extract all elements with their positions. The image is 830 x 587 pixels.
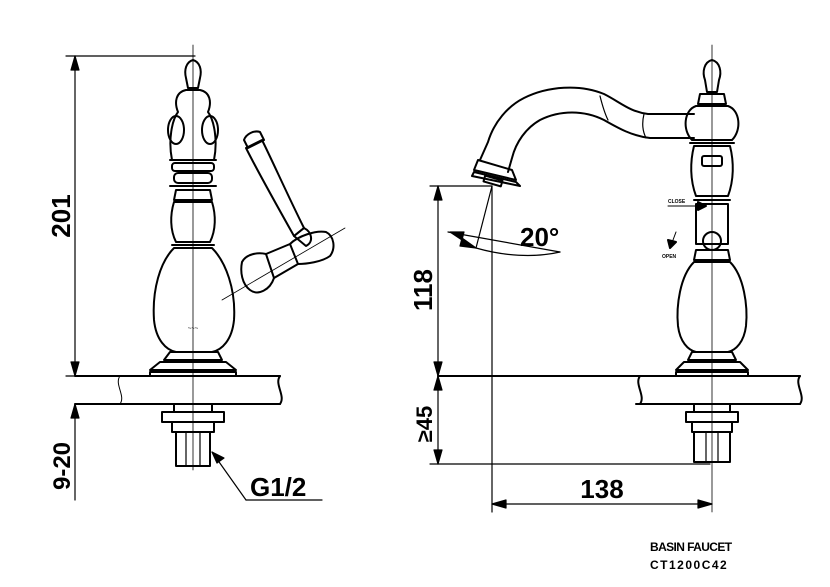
dim-spout-angle (447, 185, 561, 257)
side-top-knob (702, 59, 722, 93)
label-total-height: 201 (46, 194, 76, 237)
label-deck-thickness: 9-20 (49, 442, 76, 490)
caption-model-number: CT1200C42 (650, 558, 729, 572)
dim-spout-height (429, 185, 493, 377)
spout (471, 86, 695, 188)
dim-below-deck (429, 375, 711, 465)
front-top-knob (184, 59, 202, 89)
front-view: ~~~ (65, 44, 346, 501)
label-open: OPEN (662, 254, 677, 260)
label-close: CLOSE (668, 199, 686, 205)
svg-text:~~~: ~~~ (188, 326, 199, 332)
thread-leader (211, 451, 323, 501)
side-shank (685, 403, 739, 463)
label-below-deck: ≥45 (412, 406, 437, 443)
front-shank (161, 403, 225, 467)
front-lever (221, 130, 346, 301)
label-reach: 138 (580, 474, 623, 504)
side-view (429, 44, 803, 513)
label-thread: G1/2 (250, 472, 306, 502)
label-spout-angle: 20° (520, 222, 559, 252)
label-spout-height: 118 (408, 269, 438, 311)
dim-total-height (65, 55, 196, 377)
caption-product-name: BASIN FAUCET (650, 540, 732, 554)
dim-deck-thickness (70, 403, 80, 501)
front-deck (74, 375, 283, 405)
